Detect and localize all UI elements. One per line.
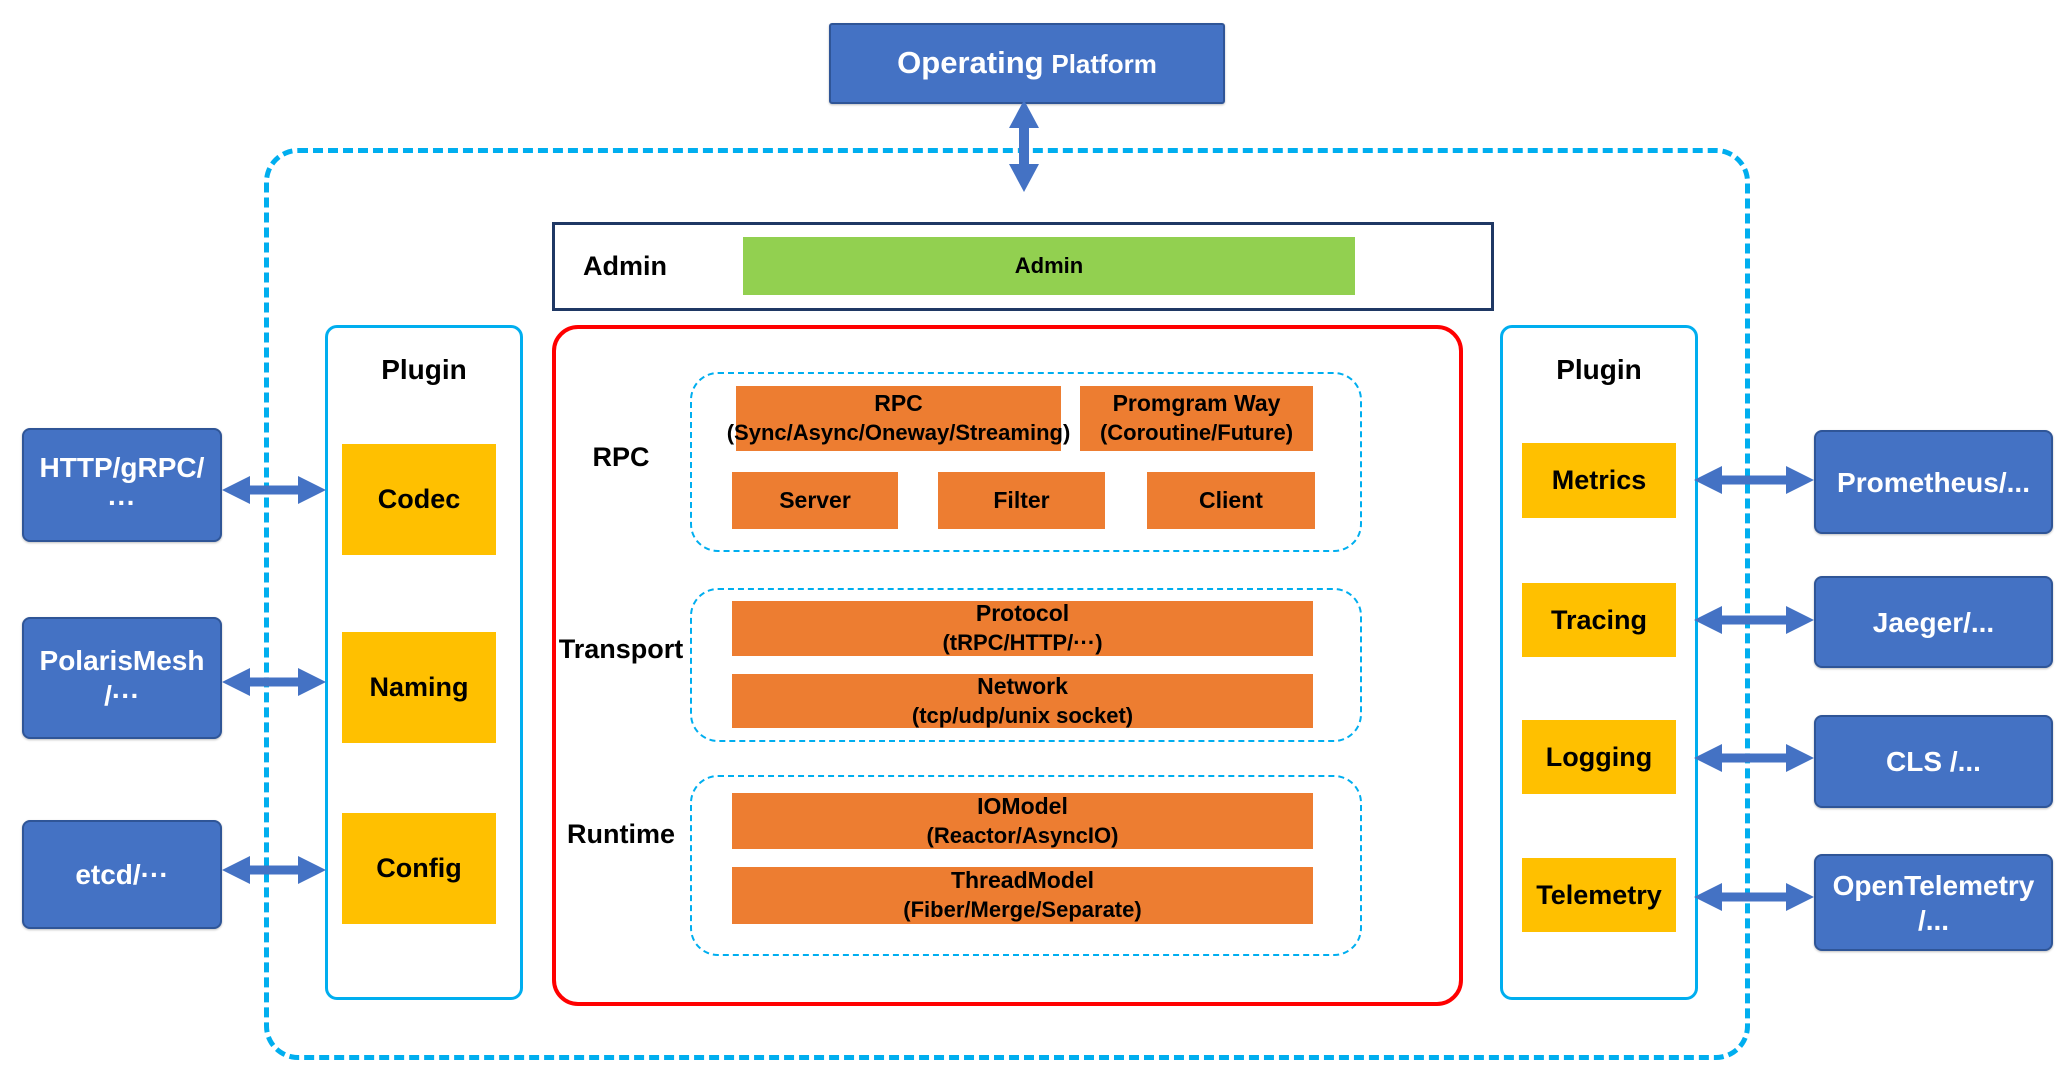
arrow-logging-cls bbox=[1694, 744, 1814, 772]
iomodel-title: IOModel bbox=[977, 792, 1068, 819]
runtime-section-label: Runtime bbox=[567, 819, 675, 849]
rpc-calls-title: RPC bbox=[874, 390, 923, 417]
transport-section-label: Transport bbox=[558, 634, 684, 664]
external-cls-line1: CLS /... bbox=[1886, 746, 1981, 777]
external-opentelemetry-box: OpenTelemetry /... bbox=[1814, 854, 2053, 951]
logging-plugin-box: Logging bbox=[1522, 720, 1676, 794]
external-opentelemetry-line1: OpenTelemetry bbox=[1832, 869, 2035, 901]
admin-section-label: Admin bbox=[583, 251, 667, 281]
config-plugin-box: Config bbox=[342, 813, 496, 924]
network-subtitle: (tcp/udp/unix socket) bbox=[911, 702, 1134, 728]
runtime-group bbox=[690, 775, 1362, 956]
network-title: Network bbox=[977, 672, 1068, 699]
external-polarismesh-line1: PolarisMesh bbox=[39, 645, 205, 676]
external-http-grpc-line2: ··· bbox=[108, 487, 136, 518]
external-polarismesh-line2: /··· bbox=[104, 680, 140, 711]
rpc-calls-subtitle: (Sync/Async/Oneway/Streaming) bbox=[726, 420, 1071, 446]
program-way-subtitle: (Coroutine/Future) bbox=[1099, 420, 1294, 446]
plugin-right-title: Plugin bbox=[1556, 354, 1642, 385]
operating-platform-box: Operating Platform bbox=[829, 23, 1225, 104]
external-jaeger-box: Jaeger/... bbox=[1814, 576, 2053, 668]
protocol-title: Protocol bbox=[975, 600, 1070, 627]
external-polarismesh-box: PolarisMesh /··· bbox=[22, 617, 222, 739]
filter-box: Filter bbox=[938, 472, 1105, 529]
operating-platform-title-sub: Platform bbox=[1051, 49, 1157, 80]
arrow-etcd-config bbox=[222, 856, 326, 884]
arrow-polarismesh-naming bbox=[222, 668, 326, 696]
framework-boundary bbox=[264, 148, 1750, 1060]
threadmodel-subtitle: (Fiber/Merge/Separate) bbox=[903, 897, 1142, 923]
external-prometheus-line1: Prometheus/... bbox=[1837, 466, 2030, 498]
arrow-tracing-jaeger bbox=[1694, 606, 1814, 634]
program-way-box: Promgram Way (Coroutine/Future) bbox=[1080, 386, 1313, 451]
external-http-grpc-line1: HTTP/gRPC/ bbox=[39, 452, 205, 483]
server-box: Server bbox=[732, 472, 898, 529]
codec-plugin-box: Codec bbox=[342, 444, 496, 555]
rpc-section-label: RPC bbox=[592, 442, 650, 472]
admin-section: Admin Admin bbox=[552, 222, 1494, 311]
naming-plugin-box: Naming bbox=[342, 632, 496, 743]
external-etcd-line1: etcd/··· bbox=[75, 859, 169, 890]
transport-group bbox=[690, 588, 1362, 742]
protocol-box: Protocol (tRPC/HTTP/···) bbox=[732, 600, 1313, 656]
telemetry-plugin-box: Telemetry bbox=[1522, 858, 1676, 932]
external-jaeger-line1: Jaeger/... bbox=[1872, 606, 1995, 638]
vertical-double-arrow bbox=[1009, 100, 1039, 192]
external-prometheus-box: Prometheus/... bbox=[1814, 430, 2053, 534]
arrow-telemetry-opentelemetry bbox=[1694, 883, 1814, 911]
rpc-group bbox=[690, 372, 1362, 552]
network-box: Network (tcp/udp/unix socket) bbox=[732, 672, 1313, 728]
threadmodel-box: ThreadModel (Fiber/Merge/Separate) bbox=[732, 867, 1313, 924]
external-opentelemetry-line2: /... bbox=[1917, 904, 1950, 936]
protocol-subtitle: (tRPC/HTTP/···) bbox=[942, 630, 1103, 656]
iomodel-box: IOModel (Reactor/AsyncIO) bbox=[732, 793, 1313, 849]
operating-platform-title-main: Operating bbox=[897, 45, 1044, 81]
external-etcd-box: etcd/··· bbox=[22, 820, 222, 929]
plugin-left-title: Plugin bbox=[381, 354, 467, 385]
program-way-title: Promgram Way bbox=[1112, 390, 1281, 417]
operating-platform-label: Operating Platform bbox=[897, 44, 1157, 83]
client-box: Client bbox=[1147, 472, 1315, 529]
arrow-metrics-prometheus bbox=[1694, 466, 1814, 494]
admin-module-box: Admin bbox=[743, 237, 1355, 295]
external-cls-box: CLS /... bbox=[1814, 715, 2053, 808]
rpc-calls-box: RPC (Sync/Async/Oneway/Streaming) bbox=[727, 386, 1070, 451]
threadmodel-title: ThreadModel bbox=[950, 867, 1095, 894]
tracing-plugin-box: Tracing bbox=[1522, 583, 1676, 657]
iomodel-subtitle: (Reactor/AsyncIO) bbox=[926, 822, 1119, 848]
external-http-grpc-box: HTTP/gRPC/ ··· bbox=[22, 428, 222, 542]
metrics-plugin-box: Metrics bbox=[1522, 443, 1676, 518]
arrow-http-codec bbox=[222, 476, 326, 504]
